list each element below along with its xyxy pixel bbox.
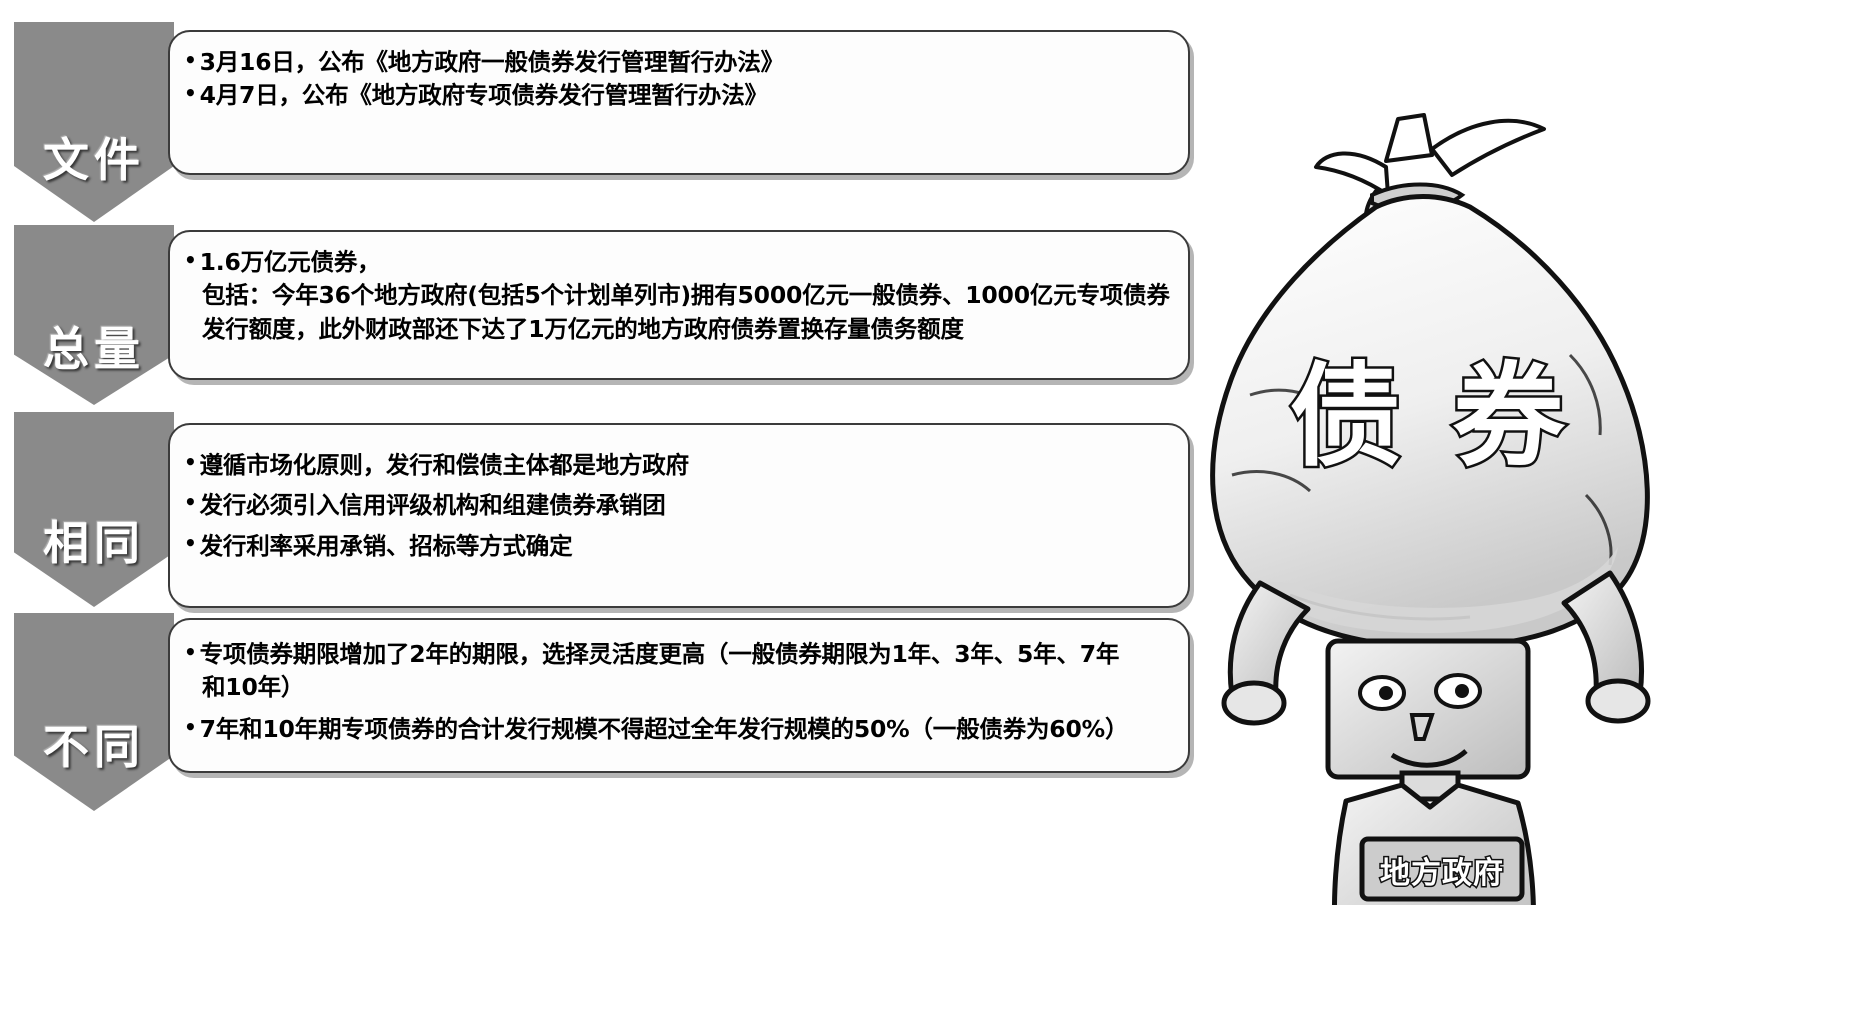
chevron-section-2: 相同	[14, 412, 174, 607]
bullet-text: 遵循市场化原则，发行和偿债主体都是地方政府	[199, 451, 690, 479]
bullet-dot-icon: •	[184, 530, 197, 555]
bullet-item: • 专项债券期限增加了2年的期限，选择灵活度更高（一般债券期限为1年、3年、5年…	[184, 638, 1168, 671]
bullet-continuation: 包括：今年36个地方政府(包括5个计划单列市)拥有5000亿元一般债券、1000…	[202, 281, 1170, 310]
bullet-dot-icon: •	[184, 81, 197, 106]
content-box-3: • 专项债券期限增加了2年的期限，选择灵活度更高（一般债券期限为1年、3年、5年…	[168, 618, 1190, 773]
mascot-nose	[1409, 713, 1435, 741]
mascot-sign-text: 地方政府	[1380, 856, 1504, 891]
bullet-text: 4月7日，公布《地方政府专项债券发行管理暂行办法》	[199, 81, 768, 110]
chevron-label-0: 文件	[43, 133, 145, 187]
bullet-item: • 3月16日，公布《地方政府一般债券发行管理暂行办法》	[184, 46, 1168, 79]
bullet-text: 发行利率采用承销、招标等方式确定	[199, 531, 573, 560]
bullet-text: 专项债券期限增加了2年的期限，选择灵活度更高（一般债券期限为1年、3年、5年、7…	[199, 640, 1120, 668]
bullet-dot-icon: •	[184, 248, 197, 272]
chevron-section-0: 文件	[14, 22, 174, 222]
chevron-label-2: 相同	[43, 516, 145, 570]
bullet-dot-icon: •	[184, 714, 197, 739]
mascot-hands	[1221, 678, 1651, 726]
content-box-1: • 1.6万亿元债券， 包括：今年36个地方政府(包括5个计划单列市)拥有500…	[168, 230, 1190, 380]
bullet-continuation: 和10年）	[202, 673, 305, 702]
chevron-label-1: 总量	[43, 322, 145, 376]
bullet-item: • 遵循市场化原则，发行和偿债主体都是地方政府	[184, 445, 1168, 485]
mascot-mouth	[1390, 749, 1468, 768]
mascot-sign	[1359, 836, 1525, 902]
mascot-pupils	[1379, 684, 1469, 700]
bag-bottom-shade	[1260, 547, 1618, 634]
chevron-label-3: 不同	[43, 720, 145, 774]
chevron-section-3: 不同	[14, 613, 174, 811]
bullet-text: 7年和10年期专项债券的合计发行规模不得超过全年发行规模的50%（一般债券为60…	[199, 714, 1129, 743]
bullet-item: • 发行必须引入信用评级机构和组建债券承销团	[184, 485, 1168, 525]
content-box-0: • 3月16日，公布《地方政府一般债券发行管理暂行办法》 • 4月7日，公布《地…	[168, 30, 1190, 175]
bullet-continuation: 发行额度，此外财政部还下达了1万亿元的地方政府债券置换存量债务额度	[202, 314, 964, 343]
mascot-head	[1325, 638, 1531, 780]
bullet-dot-icon: •	[184, 490, 197, 515]
bullet-item: • 1.6万亿元债券，	[184, 246, 1168, 279]
money-bag-mascot-illustration: 债 券	[1140, 95, 1860, 905]
bullet-text: 1.6万亿元债券，	[199, 248, 381, 276]
money-bag-body	[1210, 194, 1650, 650]
bullet-text: 3月16日，公布《地方政府一般债券发行管理暂行办法》	[199, 48, 785, 76]
chevron-section-1: 总量	[14, 225, 174, 405]
bullet-item: • 7年和10年期专项债券的合计发行规模不得超过全年发行规模的50%（一般债券为…	[184, 713, 1168, 746]
bag-label-text: 债 券	[1290, 352, 1571, 482]
mascot-arms	[1227, 570, 1645, 698]
chevron-down-icon	[14, 22, 174, 222]
bullet-item: • 发行利率采用承销、招标等方式确定	[184, 526, 1168, 566]
bullet-dot-icon: •	[184, 450, 197, 474]
bullet-dot-icon: •	[184, 48, 197, 72]
content-box-2: • 遵循市场化原则，发行和偿债主体都是地方政府 • 发行必须引入信用评级机构和组…	[168, 423, 1190, 608]
bullet-text: 发行必须引入信用评级机构和组建债券承销团	[199, 491, 666, 520]
bullet-dot-icon: •	[184, 640, 197, 664]
bullet-item: • 4月7日，公布《地方政府专项债券发行管理暂行办法》	[184, 79, 1168, 112]
